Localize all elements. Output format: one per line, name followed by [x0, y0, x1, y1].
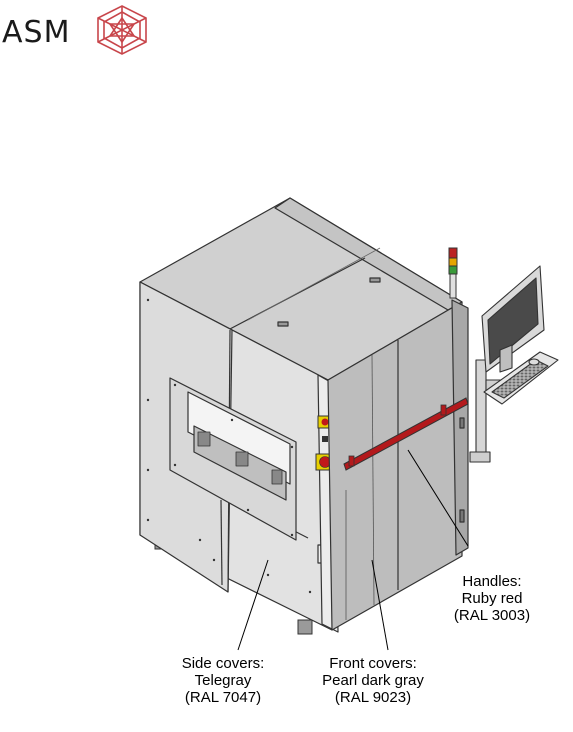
front-covers-annotation: Front covers: Pearl dark gray (RAL 9023) [298, 655, 448, 706]
handles-annotation: Handles: Ruby red (RAL 3003) [432, 573, 552, 624]
handles-color-name: Ruby red [432, 590, 552, 607]
front-covers-title: Front covers: [298, 655, 448, 672]
front-covers-ral-code: (RAL 9023) [298, 689, 448, 706]
signal-tower [449, 248, 457, 298]
side-covers-color-name: Telegray [148, 672, 298, 689]
handles-title: Handles: [432, 573, 552, 590]
side-covers-annotation: Side covers: Telegray (RAL 7047) [148, 655, 298, 706]
side-covers-ral-code: (RAL 7047) [148, 689, 298, 706]
handles-ral-code: (RAL 3003) [432, 607, 552, 624]
front-covers-color-name: Pearl dark gray [298, 672, 448, 689]
monitor-arm [470, 266, 558, 462]
side-covers-title: Side covers: [148, 655, 298, 672]
